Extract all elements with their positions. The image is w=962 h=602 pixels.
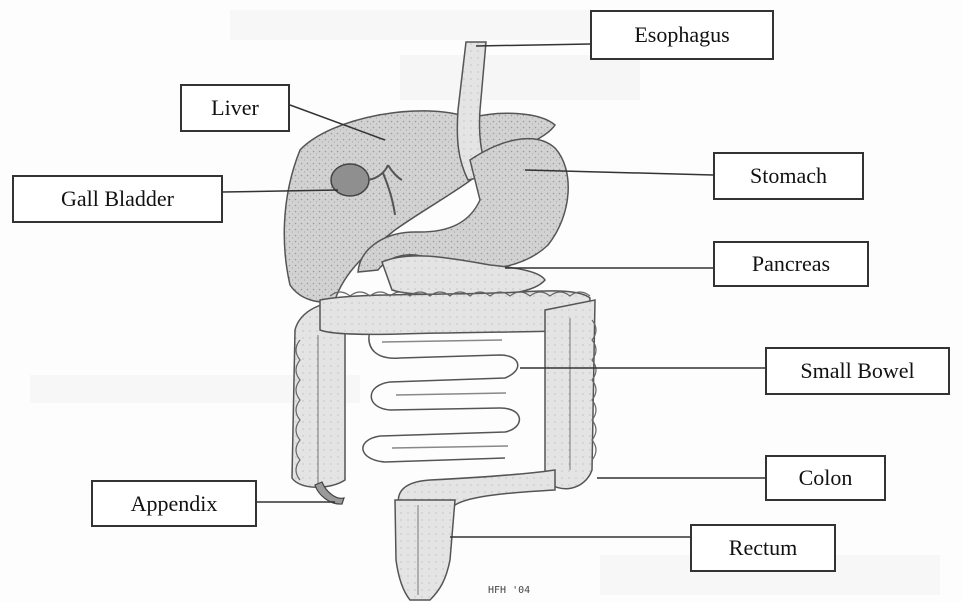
label-pancreas: Pancreas xyxy=(713,241,869,287)
label-small-bowel: Small Bowel xyxy=(765,347,950,395)
small-bowel-shape xyxy=(363,330,520,462)
colon-shape xyxy=(292,291,596,510)
artist-signature: HFH '04 xyxy=(488,585,530,596)
label-colon: Colon xyxy=(765,455,886,501)
label-rectum: Rectum xyxy=(690,524,836,572)
label-esophagus: Esophagus xyxy=(590,10,774,60)
label-liver: Liver xyxy=(180,84,290,132)
label-stomach: Stomach xyxy=(713,152,864,200)
label-gall-bladder: Gall Bladder xyxy=(12,175,223,223)
label-appendix: Appendix xyxy=(91,480,257,527)
gall-bladder-shape xyxy=(331,164,369,196)
leader-esophagus xyxy=(476,44,590,46)
rectum-shape xyxy=(395,500,455,600)
